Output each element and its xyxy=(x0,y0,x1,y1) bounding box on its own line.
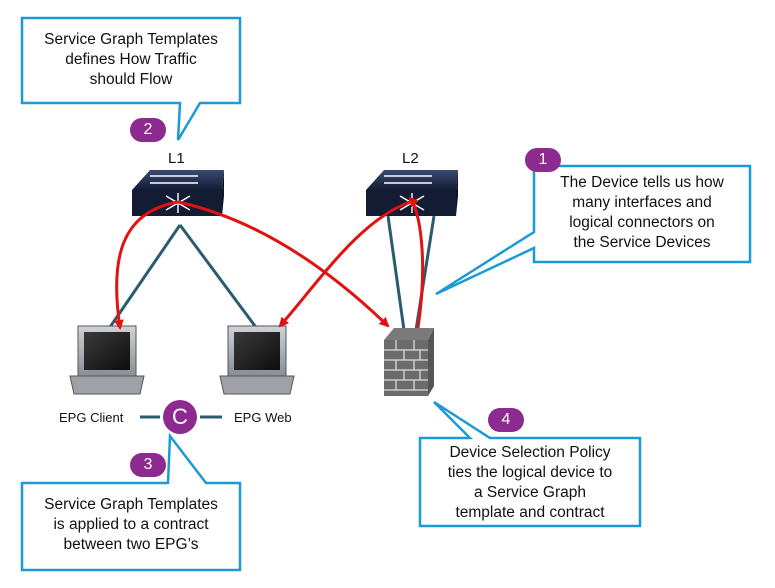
callout-contract-text: Service Graph Templates is applied to a … xyxy=(22,495,240,555)
callout-device-line4: the Service Devices xyxy=(573,234,711,251)
traffic-flow-arrows xyxy=(113,196,425,330)
switch-l2-icon[interactable] xyxy=(366,170,458,216)
switch-l2-label: L2 xyxy=(402,150,419,167)
callout-selection-policy-line4: template and contract xyxy=(455,504,605,521)
contract-symbol: C xyxy=(172,404,188,429)
callout-service-graph-text: Service Graph Templates defines How Traf… xyxy=(22,30,240,90)
switch-l1-icon[interactable] xyxy=(132,170,224,216)
callout-contract-line2: is applied to a contract xyxy=(53,516,209,533)
badge-2 xyxy=(130,118,166,142)
laptop-web-icon[interactable] xyxy=(219,325,295,395)
epg-client-label: EPG Client xyxy=(59,410,124,425)
callout-contract-line3: between two EPG’s xyxy=(63,536,199,553)
callout-device xyxy=(435,164,752,296)
switch-l1-label: L1 xyxy=(168,150,185,167)
callout-selection-policy-line2: ties the logical device to xyxy=(447,464,613,481)
badge-3-label: 3 xyxy=(143,456,153,473)
epg-web-label: EPG Web xyxy=(234,410,292,425)
callout-service-graph xyxy=(20,16,242,141)
callout-service-graph-line3: should Flow xyxy=(89,71,173,88)
callout-service-graph-line2: defines How Traffic xyxy=(65,51,197,68)
callout-selection-policy-text: Device Selection Policy ties the logical… xyxy=(420,443,640,523)
link-lines xyxy=(106,215,436,331)
callout-device-line1: The Device tells us how xyxy=(560,174,724,191)
callout-device-text: The Device tells us how many interfaces … xyxy=(534,173,750,253)
callout-device-line3: logical connectors on xyxy=(569,214,715,231)
callout-contract xyxy=(20,432,242,572)
callout-service-graph-line1: Service Graph Templates xyxy=(44,31,218,48)
firewall-icon[interactable] xyxy=(384,328,434,396)
badge-2-label: 2 xyxy=(143,121,153,138)
callout-selection-policy-line1: Device Selection Policy xyxy=(449,444,611,461)
badge-1-label: 1 xyxy=(538,151,548,168)
callout-selection-policy-line3: a Service Graph xyxy=(474,484,586,501)
callout-contract-line1: Service Graph Templates xyxy=(44,496,218,513)
contract-icon[interactable] xyxy=(163,400,197,434)
laptop-client-icon[interactable] xyxy=(69,325,145,395)
badge-1 xyxy=(525,148,561,172)
callout-selection-policy xyxy=(418,400,642,528)
badge-4-label: 4 xyxy=(501,411,511,428)
callout-device-line2: many interfaces and xyxy=(572,194,712,211)
badge-4 xyxy=(488,408,524,432)
badge-3 xyxy=(130,453,166,477)
